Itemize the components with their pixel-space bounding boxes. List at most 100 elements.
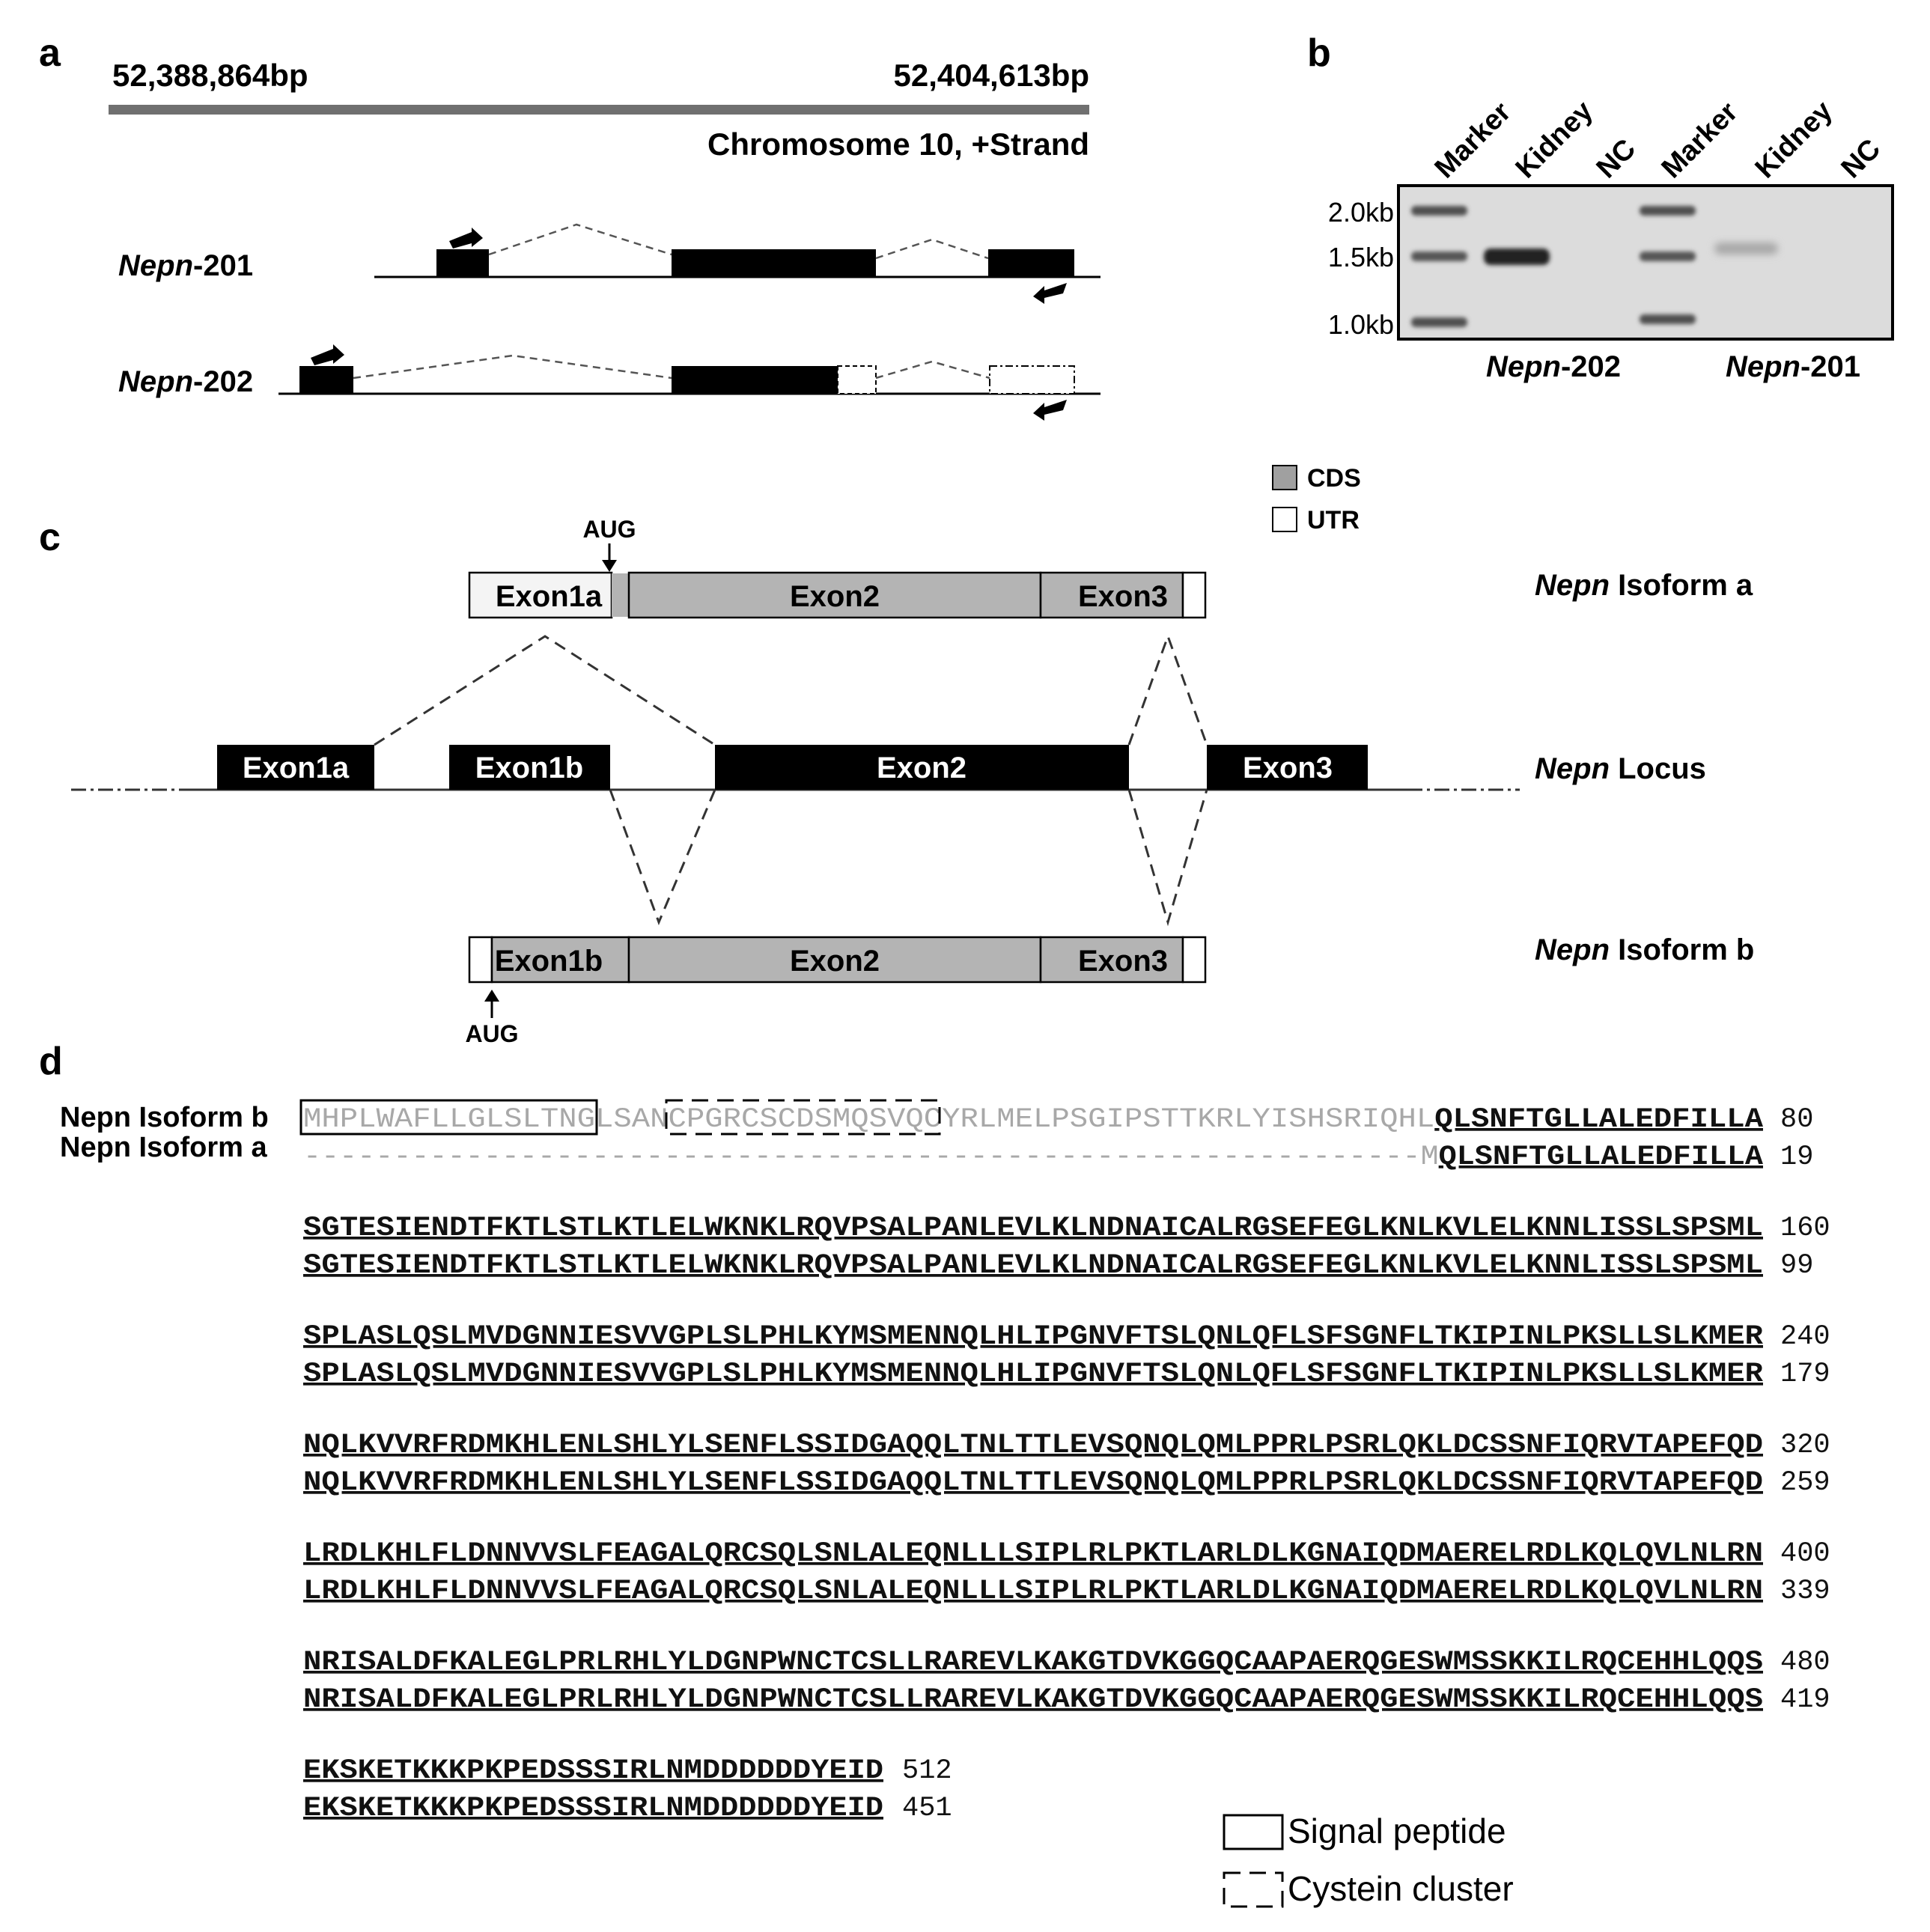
- gel-size-markers: 2.0kb 1.5kb 1.0kb: [1328, 197, 1394, 340]
- isoform-a-exon1-label: Exon1a: [496, 580, 603, 613]
- panel-d-letter: d: [39, 1040, 63, 1083]
- isoform-a-row-1-number: 19: [1780, 1142, 1813, 1173]
- panel-a-letter: a: [39, 31, 61, 75]
- legend-cds-label: CDS: [1307, 464, 1361, 493]
- transcript-201-exon1: [436, 249, 489, 278]
- block-5: NRISALDFKALEGLPRLRHLYLDGNPWNCTCSLLRAREVL…: [303, 1647, 1830, 1716]
- panel-b-letter: b: [1307, 31, 1331, 75]
- panel-d: d Nepn Isoform b Nepn Isoform a MHPLWAFL…: [39, 1040, 1830, 1908]
- end-coordinate: 52,404,613bp: [893, 58, 1089, 93]
- marker-band: [1411, 252, 1467, 261]
- isoform-b-number: 400: [1780, 1538, 1830, 1570]
- isoform-b-sequence: EKSKETKKKPKPEDSSSIRLNMDDDDDDYEID: [303, 1755, 883, 1787]
- transcript-202-splice-2: [875, 360, 990, 380]
- isoform-a-number: 451: [902, 1793, 952, 1824]
- aug-arrowhead-icon: [602, 560, 617, 572]
- marker-band: [1640, 206, 1696, 216]
- isoform-a-exon3-utr: [1181, 571, 1207, 619]
- aug-label-isoform-a: AUG: [582, 516, 636, 543]
- isoform-a-exon2-label: Exon2: [790, 580, 880, 613]
- isoform-b-number: 160: [1780, 1213, 1830, 1244]
- isoform-b-number: 480: [1780, 1647, 1830, 1678]
- isoform-b-number: 512: [902, 1755, 952, 1787]
- transcript-202-exon1: [299, 366, 353, 394]
- locus-exon3-label: Exon3: [1243, 752, 1333, 784]
- transcript-201-exon3: [988, 249, 1074, 278]
- lane-label: Marker: [1429, 96, 1517, 184]
- isoform-b-sequence: NRISALDFKALEGLPRLRHLYLDGNPWNCTCSLLRAREVL…: [303, 1647, 1763, 1678]
- lane-label: NC: [1836, 133, 1887, 185]
- isoform-a-exon2: [627, 571, 1042, 619]
- signal-peptide-legend-label: Signal peptide: [1288, 1811, 1506, 1850]
- panel-b: b Marker Kidney NC Marker Kidney NC 2.0k…: [1307, 31, 1894, 383]
- isoform-a-sequence: SPLASLQSLMVDGNNIESVVGPLSLPHLKYMSMENNQLHL…: [303, 1359, 1764, 1390]
- isoform-b-sequence: SPLASLQSLMVDGNNIESVVGPLSLPHLKYMSMENNQLHL…: [303, 1321, 1764, 1353]
- gel-caption-201: Nepn-201: [1726, 350, 1860, 383]
- transcript-201-exon2: [672, 249, 876, 278]
- transcript-202-exon2-utr: [837, 365, 877, 394]
- isoform-b-exon2-label: Exon2: [790, 945, 880, 978]
- cysteine-cluster-box: [665, 1099, 941, 1136]
- size-marker: 1.0kb: [1328, 309, 1394, 340]
- isoform-b-exon3-utr: [1181, 936, 1207, 984]
- lane-label: Marker: [1656, 96, 1744, 184]
- isoform-b-name: Nepn Isoform b: [60, 1102, 269, 1133]
- legend-utr-swatch: [1272, 507, 1297, 532]
- isoform-a-splice-1: [374, 635, 716, 746]
- gel-lane-labels: Marker Kidney NC Marker Kidney NC: [1429, 95, 1887, 184]
- isoform-a-number: 99: [1780, 1250, 1813, 1282]
- isoform-b-number: 320: [1780, 1430, 1830, 1461]
- isoform-b-exon3-cds: [1039, 936, 1184, 984]
- block-1: SGTESIENDTFKTLSTLKTLELWKNKLRQVPSALPANLEV…: [303, 1213, 1830, 1282]
- isoform-a-splice-2: [1127, 633, 1208, 746]
- isoform-b-splice-1: [609, 789, 716, 926]
- aug-arrowhead-icon: [484, 990, 499, 1002]
- panel-c: c CDS UTR AUG Exon1a Exon2 Exon3 Nepn Is…: [39, 464, 1754, 1047]
- chromosome-label: Chromosome 10, +Strand: [707, 127, 1089, 162]
- transcript-201-splice-2: [875, 238, 989, 260]
- forward-primer-icon: [311, 344, 344, 365]
- transcript-202-exon3-utr: [989, 365, 1075, 394]
- isoform-a-exon1-cds: [612, 573, 629, 617]
- gel-caption-202: Nepn-202: [1486, 350, 1621, 383]
- isoform-b-exon2: [627, 936, 1042, 984]
- block-4: LRDLKHLFLDNNVVSLFEAGALQRCSQLSNLALEQNLLLS…: [303, 1538, 1830, 1607]
- locus-exon1b: [449, 745, 610, 790]
- isoform-b-splice-2: [1127, 789, 1208, 927]
- locus-exon3: [1207, 745, 1368, 790]
- isoform-a-sequence: SGTESIENDTFKTLSTLKTLELWKNKLRQVPSALPANLEV…: [303, 1250, 1763, 1282]
- signal-peptide-legend-swatch: [1223, 1814, 1284, 1850]
- isoform-a-sequence: EKSKETKKKPKPEDSSSIRLNMDDDDDDYEID: [303, 1793, 883, 1824]
- isoform-b-sequence: NQLKVVRFRDMKHLENLSHLYLSENFLSSIDGAQQLTNLT…: [303, 1430, 1763, 1461]
- isoform-b-row-1: MHPLWAFLLGLSLTNGLSANCPGRCSCDSMQSVQCYRLME…: [303, 1104, 1764, 1136]
- reverse-primer-icon: [1033, 283, 1067, 304]
- panel-c-letter: c: [39, 516, 61, 559]
- transcript-202-splice-1: [353, 354, 672, 380]
- isoform-a-number: 419: [1780, 1684, 1830, 1716]
- isoform-a-row-1: ----------------------------------------…: [303, 1142, 1764, 1173]
- transcript-201-splice-1: [488, 223, 672, 256]
- locus-exon1a-label: Exon1a: [243, 752, 350, 784]
- transcript-201-label: Nepn-201: [118, 249, 253, 282]
- isoform-a-sequence: LRDLKHLFLDNNVVSLFEAGALQRCSQLSNLALEQNLLLS…: [303, 1576, 1763, 1607]
- locus-exon1a: [217, 745, 374, 790]
- cysteine-cluster-legend-label: Cystein cluster: [1288, 1869, 1514, 1908]
- locus-exon1b-label: Exon1b: [475, 752, 583, 784]
- locus-label: Nepn Locus: [1535, 752, 1706, 785]
- legend-utr-label: UTR: [1307, 506, 1360, 534]
- isoform-a-number: 339: [1780, 1576, 1830, 1607]
- isoform-a-number: 259: [1780, 1467, 1830, 1499]
- aug-label-isoform-b: AUG: [465, 1020, 518, 1047]
- isoform-b-sequence: SGTESIENDTFKTLSTLKTLELWKNKLRQVPSALPANLEV…: [303, 1213, 1763, 1244]
- isoform-a-exon3-cds: [1039, 571, 1184, 619]
- transcript-202-label: Nepn-202: [118, 365, 253, 398]
- block-3: NQLKVVRFRDMKHLENLSHLYLSENFLSSIDGAQQLTNLT…: [303, 1430, 1830, 1499]
- isoform-a-sequence: NRISALDFKALEGLPRLRHLYLDGNPWNCTCSLLRAREVL…: [303, 1684, 1763, 1716]
- kidney-band: [1714, 243, 1778, 255]
- chromosome-bar: [109, 105, 1089, 115]
- isoform-a-exon3-label: Exon3: [1078, 580, 1168, 613]
- isoform-b-exon1-utr: [468, 936, 493, 984]
- isoform-b-label: Nepn Isoform b: [1535, 933, 1754, 966]
- locus-exon2-label: Exon2: [877, 752, 966, 784]
- transcript-202-exon2-cds: [672, 366, 838, 394]
